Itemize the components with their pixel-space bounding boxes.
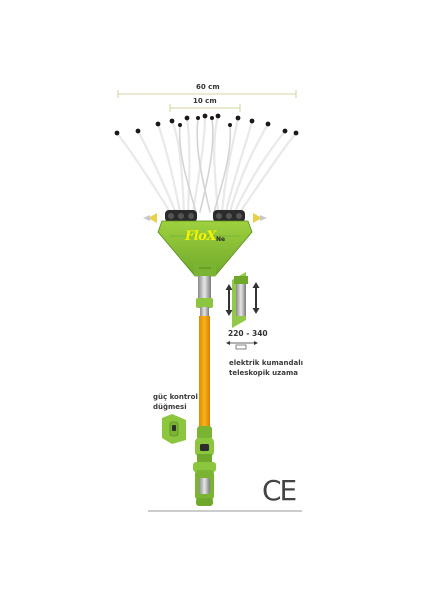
product-logo: FloX bbox=[185, 229, 216, 244]
power-label-line1: güç kontrol bbox=[153, 393, 198, 401]
handle bbox=[193, 426, 216, 506]
telescopic-description-line1: elektrik kumandalı bbox=[229, 359, 304, 367]
inner-dimension-line bbox=[169, 104, 241, 112]
telescopic-range: 220 - 340 bbox=[228, 329, 268, 338]
power-button[interactable] bbox=[200, 444, 209, 451]
brand-mark: Ne bbox=[216, 236, 226, 243]
flexible-rods-back bbox=[178, 117, 232, 213]
rotation-arrow-left-icon bbox=[143, 213, 157, 223]
collar bbox=[196, 298, 213, 308]
metal-neck bbox=[198, 276, 211, 300]
motor-head bbox=[157, 220, 253, 277]
inner-dimension-label: 10 cm bbox=[193, 97, 217, 105]
ce-certification-mark: CE bbox=[262, 474, 297, 507]
extend-arrow-left-icon bbox=[225, 284, 233, 316]
extend-arrow-right-icon bbox=[252, 282, 260, 314]
rotor-clamps bbox=[165, 210, 245, 222]
rod-tips bbox=[114, 113, 299, 136]
telescopic-detail-inset bbox=[232, 272, 248, 328]
telescopic-description-line2: teleskopik uzama bbox=[229, 369, 298, 377]
power-button-detail-inset bbox=[162, 414, 186, 444]
flexible-rods bbox=[115, 114, 298, 217]
rotation-arrow-right-icon bbox=[253, 213, 267, 223]
outer-dimension-line bbox=[117, 90, 297, 98]
metal-inner-tube bbox=[200, 307, 209, 317]
power-label-line2: düğmesi bbox=[153, 403, 187, 411]
outer-dimension-label: 60 cm bbox=[196, 83, 220, 91]
telescopic-pole bbox=[199, 316, 210, 428]
range-indicator bbox=[226, 341, 258, 350]
